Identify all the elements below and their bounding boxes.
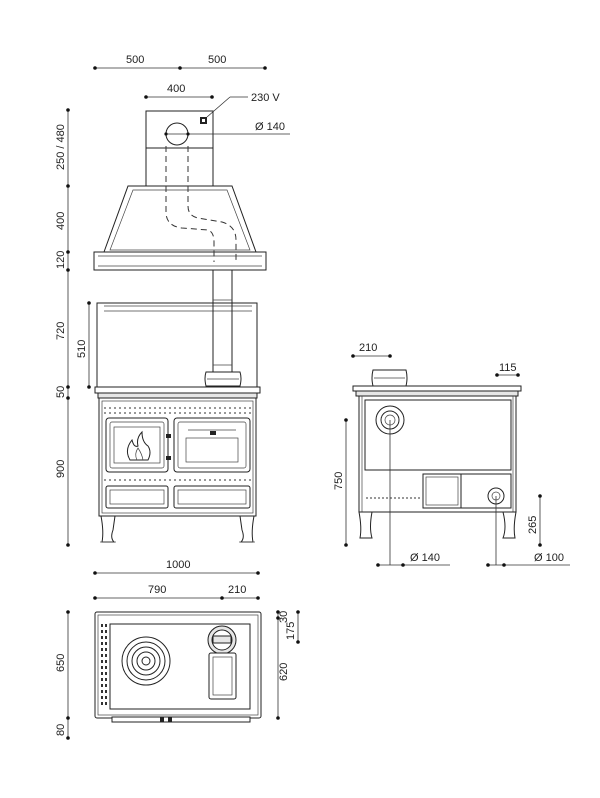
top-view: 650 80 30 620 175 xyxy=(55,610,300,740)
dim-side-flue-diameter-label: Ø 140 xyxy=(410,552,440,564)
dim-side-outlet-diameter: Ø 100 xyxy=(486,496,570,567)
voltage-label: 230 V xyxy=(251,92,280,104)
leg-right xyxy=(239,515,255,543)
dim-stove-height: 900 xyxy=(55,460,67,478)
dim-side-flue-diameter: Ø 140 xyxy=(376,420,450,567)
dim-top-right-chain: 30 620 175 xyxy=(276,610,300,720)
dim-top-depth-label: 650 xyxy=(55,654,67,672)
dim-hood-rim: 120 xyxy=(55,251,67,269)
dim-side-outlet-diameter-label: Ø 100 xyxy=(534,552,564,564)
dim-total-width: 1000 xyxy=(93,559,260,575)
dim-chimney-height: 250 / 480 xyxy=(55,124,67,170)
dim-top-right-width: 210 xyxy=(228,584,246,596)
front-view: 500 500 400 230 V Ø 140 xyxy=(55,54,290,600)
top-view-tank xyxy=(208,652,237,700)
dim-backsplash-inner: 510 xyxy=(76,301,91,389)
dim-hood-half-left: 500 xyxy=(126,54,144,66)
dim-side-outlet-height-label: 265 xyxy=(527,516,539,534)
firebox-door xyxy=(105,417,169,473)
dim-side-height-label: 750 xyxy=(333,472,345,490)
leg-left xyxy=(100,515,116,543)
dim-top-inner-depth: 620 xyxy=(278,663,290,681)
dim-top-left-width: 790 xyxy=(148,584,166,596)
dim-top-widths: 790 210 xyxy=(93,584,260,600)
dim-side-height: 750 xyxy=(333,418,348,547)
dim-top-plinth-label: 80 xyxy=(55,724,67,736)
dim-side-right-offset: 115 xyxy=(495,362,520,377)
drawer-right xyxy=(173,485,251,509)
flue-diameter-top: Ø 140 xyxy=(255,121,285,133)
hotplate-rings xyxy=(121,636,171,686)
dim-side-right-offset-label: 115 xyxy=(499,362,517,374)
dim-top-hotplate-offset: 175 xyxy=(285,622,297,640)
hood xyxy=(103,185,257,253)
cooktop xyxy=(94,386,261,394)
dim-hood-height: 400 xyxy=(55,212,67,230)
side-view: 210 115 xyxy=(333,342,570,567)
top-view-vents xyxy=(101,624,107,706)
dim-top-gap: 50 xyxy=(55,386,67,398)
dim-top-depth: 650 80 xyxy=(55,610,70,740)
dim-chimney-width-label: 400 xyxy=(167,83,185,95)
drawer-left xyxy=(105,485,169,509)
dim-hood-width: 500 500 xyxy=(93,54,267,70)
dim-vertical-chain: 250 / 480 400 120 720 50 900 xyxy=(55,108,70,547)
stove-body xyxy=(98,397,257,517)
dim-top-offset: 30 xyxy=(278,611,290,623)
oven-door xyxy=(173,417,251,473)
flue-duct-dashed xyxy=(165,146,215,262)
hood-rim xyxy=(93,251,267,271)
dim-side-flue-offset-label: 210 xyxy=(359,342,377,354)
dim-chimney-width: 400 xyxy=(144,83,214,99)
dim-side-outlet-height: 265 xyxy=(527,494,542,547)
chimney-upper xyxy=(145,110,214,149)
dim-total-width-label: 1000 xyxy=(166,559,190,571)
side-body xyxy=(358,395,517,513)
dim-backsplash-height: 720 xyxy=(55,322,67,340)
dim-side-flue-offset: 210 xyxy=(351,342,392,358)
dim-hood-half-right: 500 xyxy=(208,54,226,66)
dim-backsplash-inner-label: 510 xyxy=(76,340,88,358)
chimney-lower xyxy=(145,147,214,187)
flame-icon xyxy=(126,430,151,461)
